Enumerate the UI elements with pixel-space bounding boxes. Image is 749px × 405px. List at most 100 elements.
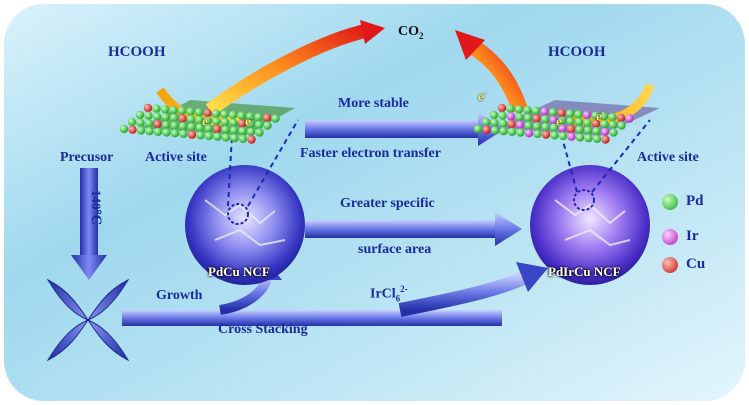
atom <box>263 121 272 130</box>
atom <box>136 118 145 127</box>
electron-label-4: e- <box>556 113 565 129</box>
temperature-label: 140℃ <box>89 190 104 226</box>
atom <box>591 111 600 120</box>
atom <box>507 119 516 129</box>
atom <box>271 114 280 123</box>
atom <box>540 115 550 124</box>
atom <box>616 113 626 123</box>
atom <box>582 110 592 120</box>
atom <box>246 119 255 129</box>
atom <box>195 123 205 132</box>
atom <box>213 132 222 141</box>
atom <box>153 127 163 136</box>
co2-label: CO2 <box>398 24 424 41</box>
atom <box>152 104 161 113</box>
atom <box>575 125 584 134</box>
atom <box>246 127 256 136</box>
atom <box>144 119 154 128</box>
atom <box>179 129 188 139</box>
atom <box>245 112 255 121</box>
atom <box>153 119 162 129</box>
atom <box>221 133 231 142</box>
atom <box>625 114 634 123</box>
atom <box>499 126 508 136</box>
atom <box>212 117 221 126</box>
atom <box>575 133 585 142</box>
atom <box>558 124 567 133</box>
atom <box>498 111 507 120</box>
atom <box>143 103 153 113</box>
atom <box>230 133 239 143</box>
atom <box>196 131 205 140</box>
cu-ball-icon <box>662 256 678 273</box>
atom <box>169 113 179 123</box>
atom <box>557 116 567 125</box>
atom <box>152 112 162 121</box>
atom <box>194 108 204 117</box>
atom <box>601 135 610 144</box>
atom <box>523 113 533 123</box>
atom <box>237 111 246 120</box>
atom <box>548 108 558 117</box>
electron-label-5: e- <box>596 108 605 124</box>
atom <box>238 126 247 136</box>
atom <box>583 126 593 135</box>
atom <box>229 118 238 127</box>
atom <box>557 108 566 118</box>
atom <box>170 129 180 138</box>
atom <box>195 115 204 125</box>
atom <box>247 135 256 144</box>
atom <box>187 122 196 132</box>
atom <box>497 103 507 113</box>
atom <box>211 109 221 118</box>
atom <box>204 131 214 141</box>
atom <box>178 114 187 123</box>
pdcu-ncf-label: PdCu NCF <box>208 264 270 279</box>
atom <box>541 122 550 132</box>
atom <box>550 131 559 140</box>
atom <box>524 129 534 138</box>
atom <box>489 110 499 120</box>
atom <box>255 128 264 137</box>
active-site-left-label: Active site <box>145 150 207 165</box>
atom <box>170 121 179 130</box>
pdircu-ncf-label: PdIrCu NCF <box>548 264 621 279</box>
hcooh-label-left: HCOOH <box>108 44 166 60</box>
atom <box>187 130 197 139</box>
atom <box>161 120 171 129</box>
atom <box>565 109 575 118</box>
atom <box>558 131 568 141</box>
atom <box>162 128 171 137</box>
atom <box>203 108 212 118</box>
legend-pd: Pd <box>662 193 704 210</box>
active-site-right-label: Active site <box>637 150 699 165</box>
atom <box>204 124 213 133</box>
atom <box>549 115 558 125</box>
ircl6-label: IrCl62- <box>370 284 408 304</box>
atom <box>490 126 500 135</box>
ir-ball-icon <box>662 228 678 245</box>
atom <box>592 126 601 136</box>
atom <box>262 113 272 123</box>
atom <box>566 124 576 134</box>
greater-specific-label: Greater specific <box>340 196 435 211</box>
precursor-cross-shape <box>46 278 130 362</box>
surface-area-label: surface area <box>358 242 432 257</box>
atom <box>490 118 499 127</box>
zoom-lines <box>227 119 651 207</box>
atom <box>161 112 170 122</box>
arrow-cross-stacking <box>122 262 548 326</box>
atom <box>238 134 248 143</box>
product-arrow-right <box>465 38 528 113</box>
atom <box>237 119 247 128</box>
atom <box>254 112 263 122</box>
atom <box>608 120 618 129</box>
atom <box>177 106 187 116</box>
atom <box>516 128 525 137</box>
atom <box>515 112 524 122</box>
atom <box>523 105 532 115</box>
atom <box>566 117 575 126</box>
atom <box>160 105 170 114</box>
